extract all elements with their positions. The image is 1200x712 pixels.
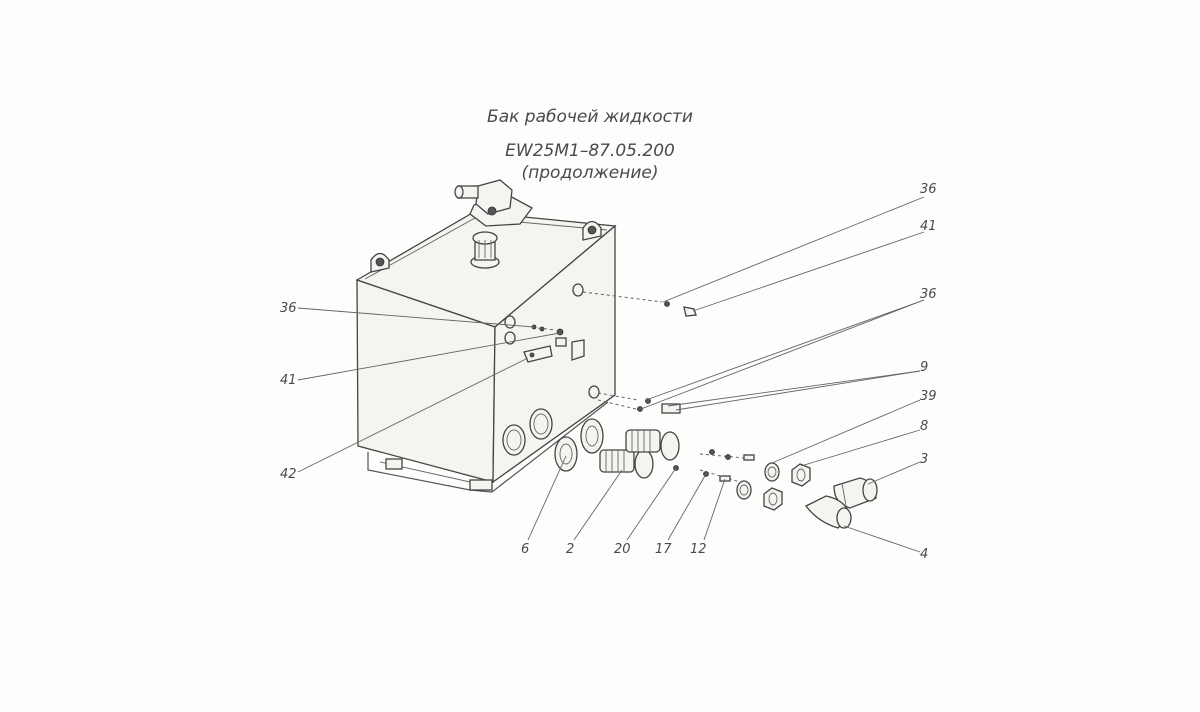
tank-right-face — [492, 224, 616, 484]
title-line3: (продолжение) — [522, 163, 659, 183]
callout-6: 6 — [521, 542, 529, 557]
tank-body — [355, 211, 617, 493]
elbow-3 — [833, 477, 878, 509]
filler-cap — [470, 231, 500, 269]
washers-bolts — [673, 449, 755, 482]
side-fittings — [502, 283, 600, 456]
top-port-block — [454, 179, 533, 227]
callout-36-left: 36 — [280, 301, 297, 316]
strainer-2b — [625, 429, 680, 461]
callout-41-left: 41 — [280, 373, 297, 388]
callout-4: 4 — [920, 547, 928, 562]
callout-2: 2 — [566, 542, 574, 557]
callout-36-top-right: 36 — [920, 182, 937, 197]
callout-42: 42 — [280, 467, 297, 482]
title-line1: Бак рабочей жидкости — [487, 107, 693, 127]
callout-3: 3 — [920, 452, 928, 467]
leader-lines — [297, 196, 925, 553]
callout-39: 39 — [920, 389, 937, 404]
fitting-mid — [637, 398, 681, 414]
callout-12: 12 — [690, 542, 707, 557]
fitting-upper — [664, 301, 697, 317]
gasket-6 — [554, 436, 578, 472]
nuts-8 — [763, 463, 811, 511]
tank-foot-left — [385, 458, 403, 470]
callout-9: 9 — [920, 360, 928, 375]
callout-36-mid-right: 36 — [920, 287, 937, 302]
strainer-2 — [599, 449, 654, 479]
tank-foot-front — [469, 479, 493, 491]
callout-20: 20 — [614, 542, 631, 557]
gasket-6b — [580, 418, 604, 454]
lifting-eye-right — [582, 220, 602, 241]
callout-8: 8 — [920, 419, 928, 434]
callout-41-top-right: 41 — [920, 219, 937, 234]
lifting-eye-left — [370, 252, 390, 273]
callout-17: 17 — [655, 542, 672, 557]
elbow-4 — [805, 495, 852, 529]
title-line2: EW25M1–87.05.200 — [505, 141, 675, 161]
